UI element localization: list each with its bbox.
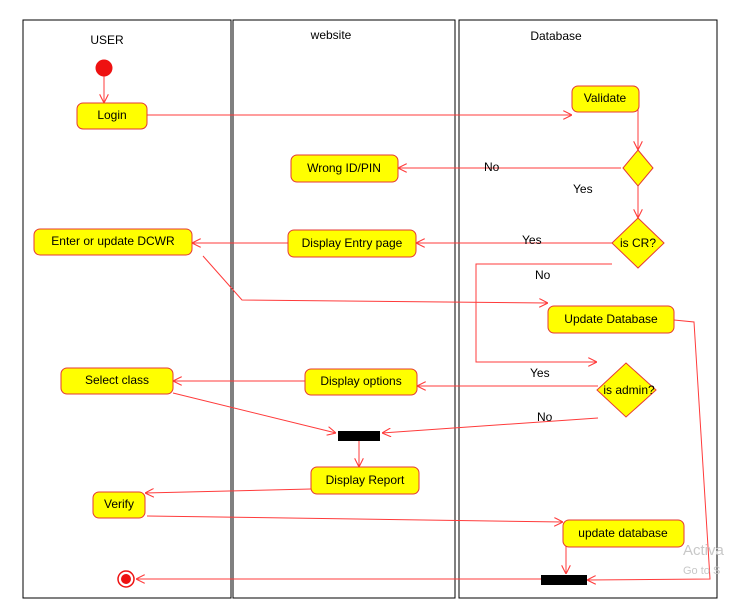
node-login-label: Login: [97, 108, 126, 122]
decision-is-cr: is CR?: [611, 217, 665, 269]
edge-updatedb-bar: [587, 319, 711, 580]
node-verify: Verify: [92, 491, 146, 519]
edge-admin-bar: [382, 417, 599, 433]
edge-select-bar: [172, 392, 336, 433]
node-update-database-2: update database: [562, 519, 685, 548]
final-node-core: [121, 574, 131, 584]
lane-user: [22, 19, 232, 599]
lane-website: [232, 19, 456, 599]
label-yes-admin: Yes: [530, 366, 550, 380]
node-update-database: Update Database: [547, 305, 675, 334]
label-no-cr: No: [535, 268, 551, 282]
node-update-database-label: Update Database: [564, 312, 658, 326]
watermark-line-2: Go to S: [683, 565, 720, 577]
node-login: Login: [76, 102, 148, 130]
node-verify-label: Verify: [104, 497, 134, 511]
label-yes-valid: Yes: [573, 182, 593, 196]
label-yes-cr: Yes: [522, 233, 542, 247]
initial-node: [95, 59, 113, 77]
node-display-report-label: Display Report: [326, 473, 405, 487]
edge-report-verify: [145, 489, 312, 493]
label-no-wrong: No: [484, 160, 500, 174]
node-select-class-label: Select class: [85, 373, 149, 387]
decision-is-admin: is admin?: [596, 362, 657, 418]
watermark-line-1: Activa: [683, 542, 725, 559]
decision-validate: [622, 149, 654, 187]
join-bar-2: [541, 575, 587, 585]
decision-is-cr-label: is CR?: [620, 236, 656, 250]
node-update-database-2-label: update database: [578, 526, 668, 540]
join-bar-1: [338, 431, 380, 441]
label-no-admin: No: [537, 410, 553, 424]
node-wrong-id: Wrong ID/PIN: [290, 154, 399, 183]
node-validate-label: Validate: [584, 91, 627, 105]
node-validate: Validate: [571, 85, 640, 113]
lane-title-database: Database: [530, 29, 582, 43]
node-display-entry: Display Entry page: [287, 229, 417, 258]
node-enter-dcwr: Enter or update DCWR: [33, 228, 193, 256]
node-select-class: Select class: [60, 367, 174, 395]
lane-title-user: USER: [90, 33, 124, 47]
node-display-options-label: Display options: [320, 374, 401, 388]
node-display-report: Display Report: [310, 466, 420, 495]
node-enter-dcwr-label: Enter or update DCWR: [51, 234, 175, 248]
lane-title-website: website: [310, 28, 352, 42]
lane-database: [458, 19, 718, 599]
node-display-options: Display options: [304, 368, 418, 396]
edge-iscr-no: [475, 263, 612, 362]
decision-is-admin-label: is admin?: [603, 383, 655, 397]
node-wrong-id-label: Wrong ID/PIN: [307, 161, 381, 175]
edge-enter-updatedb: [202, 255, 548, 303]
edge-verify-updatedb2: [146, 515, 563, 522]
node-display-entry-label: Display Entry page: [302, 236, 403, 250]
